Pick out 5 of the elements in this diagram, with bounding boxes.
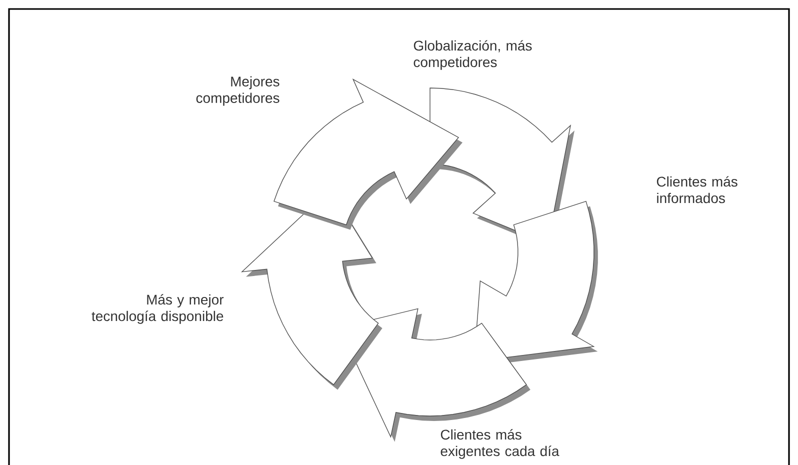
arrow-label: Mejores competidores bbox=[196, 76, 280, 106]
arrow-label: Clientes más exigentes cada día bbox=[440, 429, 560, 459]
arrow-label: Globalización, más competidores bbox=[414, 40, 532, 70]
arrow-label: Más y mejor tecnología disponible bbox=[92, 294, 224, 324]
arrow-label: Clientes más informados bbox=[656, 176, 738, 204]
